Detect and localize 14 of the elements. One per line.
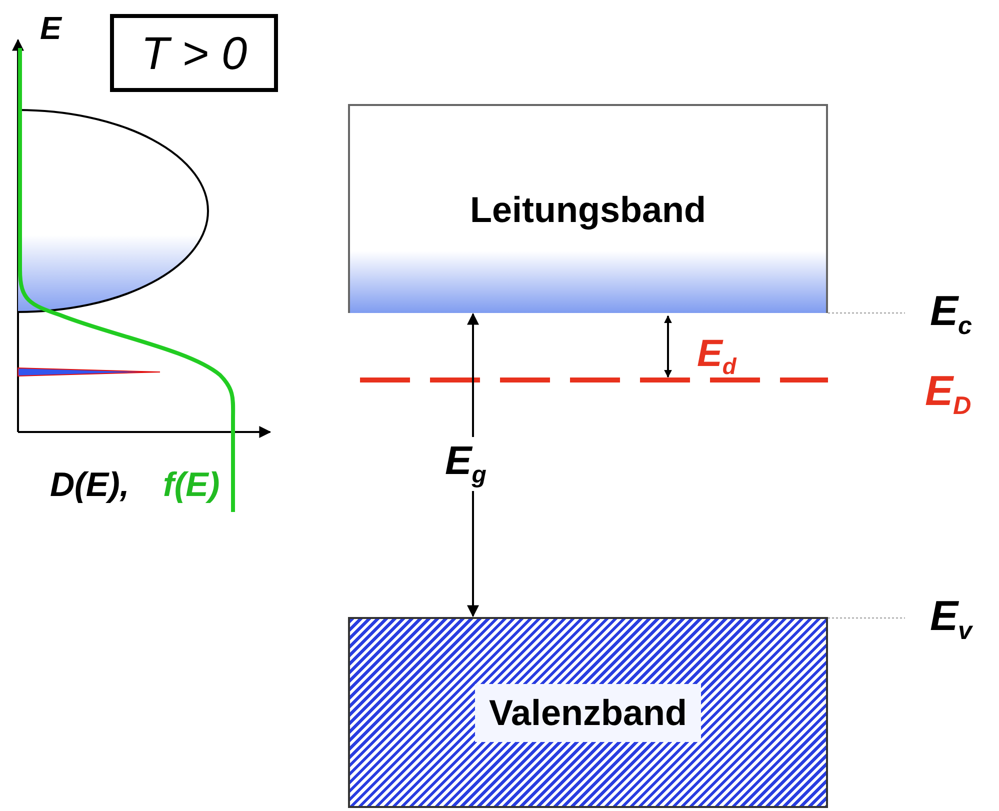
valence-band-box	[348, 617, 828, 808]
edge-label: E$_{g}$	[443, 437, 488, 492]
band-label: Valenzband	[474, 684, 702, 742]
conduction-band-box	[348, 104, 828, 313]
axis-label: D(E),	[50, 468, 130, 502]
band-label: Leitungsband	[470, 188, 706, 230]
condition-text: T > 0	[140, 26, 248, 80]
temperature-box	[110, 14, 278, 92]
axis-label: E	[40, 12, 62, 44]
axis-label: f(E)	[163, 468, 220, 502]
energy-level-label: E$_{D}$	[925, 370, 972, 420]
energy-label: E$_{d}$	[697, 335, 736, 378]
energy-level-label: E$_{c}$	[930, 290, 972, 340]
energy-level-label: E$_{v}$	[930, 595, 972, 644]
